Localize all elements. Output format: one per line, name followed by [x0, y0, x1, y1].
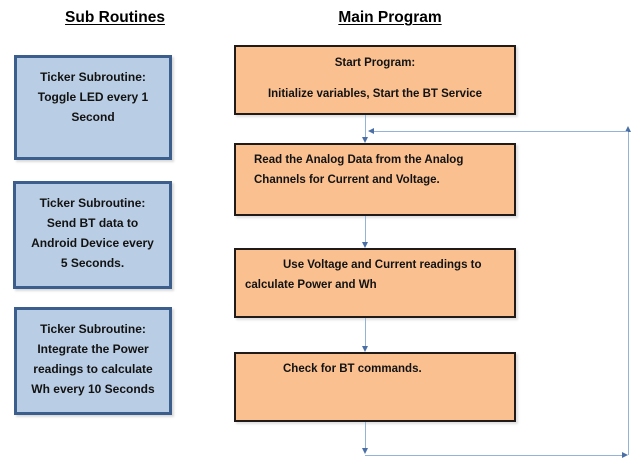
loop-right-vertical-line [628, 131, 629, 455]
loop-top-right-arrowhead-icon [624, 126, 631, 132]
subroutine-box-integrate-power: Ticker Subroutine: Integrate the Power r… [14, 307, 172, 415]
connector-step2-to-step3-line [365, 216, 366, 242]
subroutine-box-toggle-led: Ticker Subroutine: Toggle LED every 1 Se… [14, 55, 172, 160]
loop-step4-down-arrowhead-icon [361, 448, 368, 454]
subroutine-box-integrate-power-text: Ticker Subroutine: Integrate the Power r… [31, 322, 155, 396]
connector-step3-to-step4-arrowhead-icon [361, 346, 368, 352]
sub-routines-heading: Sub Routines [65, 9, 165, 26]
loop-return-arrowhead-icon [368, 127, 374, 134]
loop-top-return-line [374, 131, 628, 132]
main-step-start-program-title: Start Program: [334, 57, 416, 69]
connector-step1-to-step2-line [365, 115, 366, 137]
connector-step2-to-step3-arrowhead-icon [361, 242, 368, 248]
loop-bottom-right-arrowhead-icon [622, 451, 628, 458]
loop-step4-down-line [365, 422, 366, 448]
subroutine-box-toggle-led-text: Ticker Subroutine: Toggle LED every 1 Se… [37, 70, 149, 124]
main-step-check-bt: Check for BT commands. [234, 352, 516, 422]
main-step-start-program-body: Initialize variables, Start the BT Servi… [267, 88, 483, 100]
connector-step1-to-step2-arrowhead-icon [361, 137, 368, 143]
main-step-read-analog: Read the Analog Data from the Analog Cha… [234, 143, 516, 216]
main-step-read-analog-text: Read the Analog Data from the Analog Cha… [254, 154, 464, 186]
main-program-heading: Main Program [338, 9, 442, 26]
subroutine-box-send-bt: Ticker Subroutine: Send BT data to Andro… [13, 181, 172, 289]
loop-bottom-line [365, 455, 622, 456]
connector-step3-to-step4-line [365, 318, 366, 346]
main-step-start-program: Start Program: Initialize variables, Sta… [234, 45, 516, 115]
subroutine-box-send-bt-text: Ticker Subroutine: Send BT data to Andro… [31, 196, 154, 270]
main-step-check-bt-text: Check for BT commands. [283, 363, 422, 375]
main-step-calculate-power-text: Use Voltage and Current readings to calc… [245, 259, 482, 291]
main-step-calculate-power: Use Voltage and Current readings to calc… [234, 248, 516, 318]
